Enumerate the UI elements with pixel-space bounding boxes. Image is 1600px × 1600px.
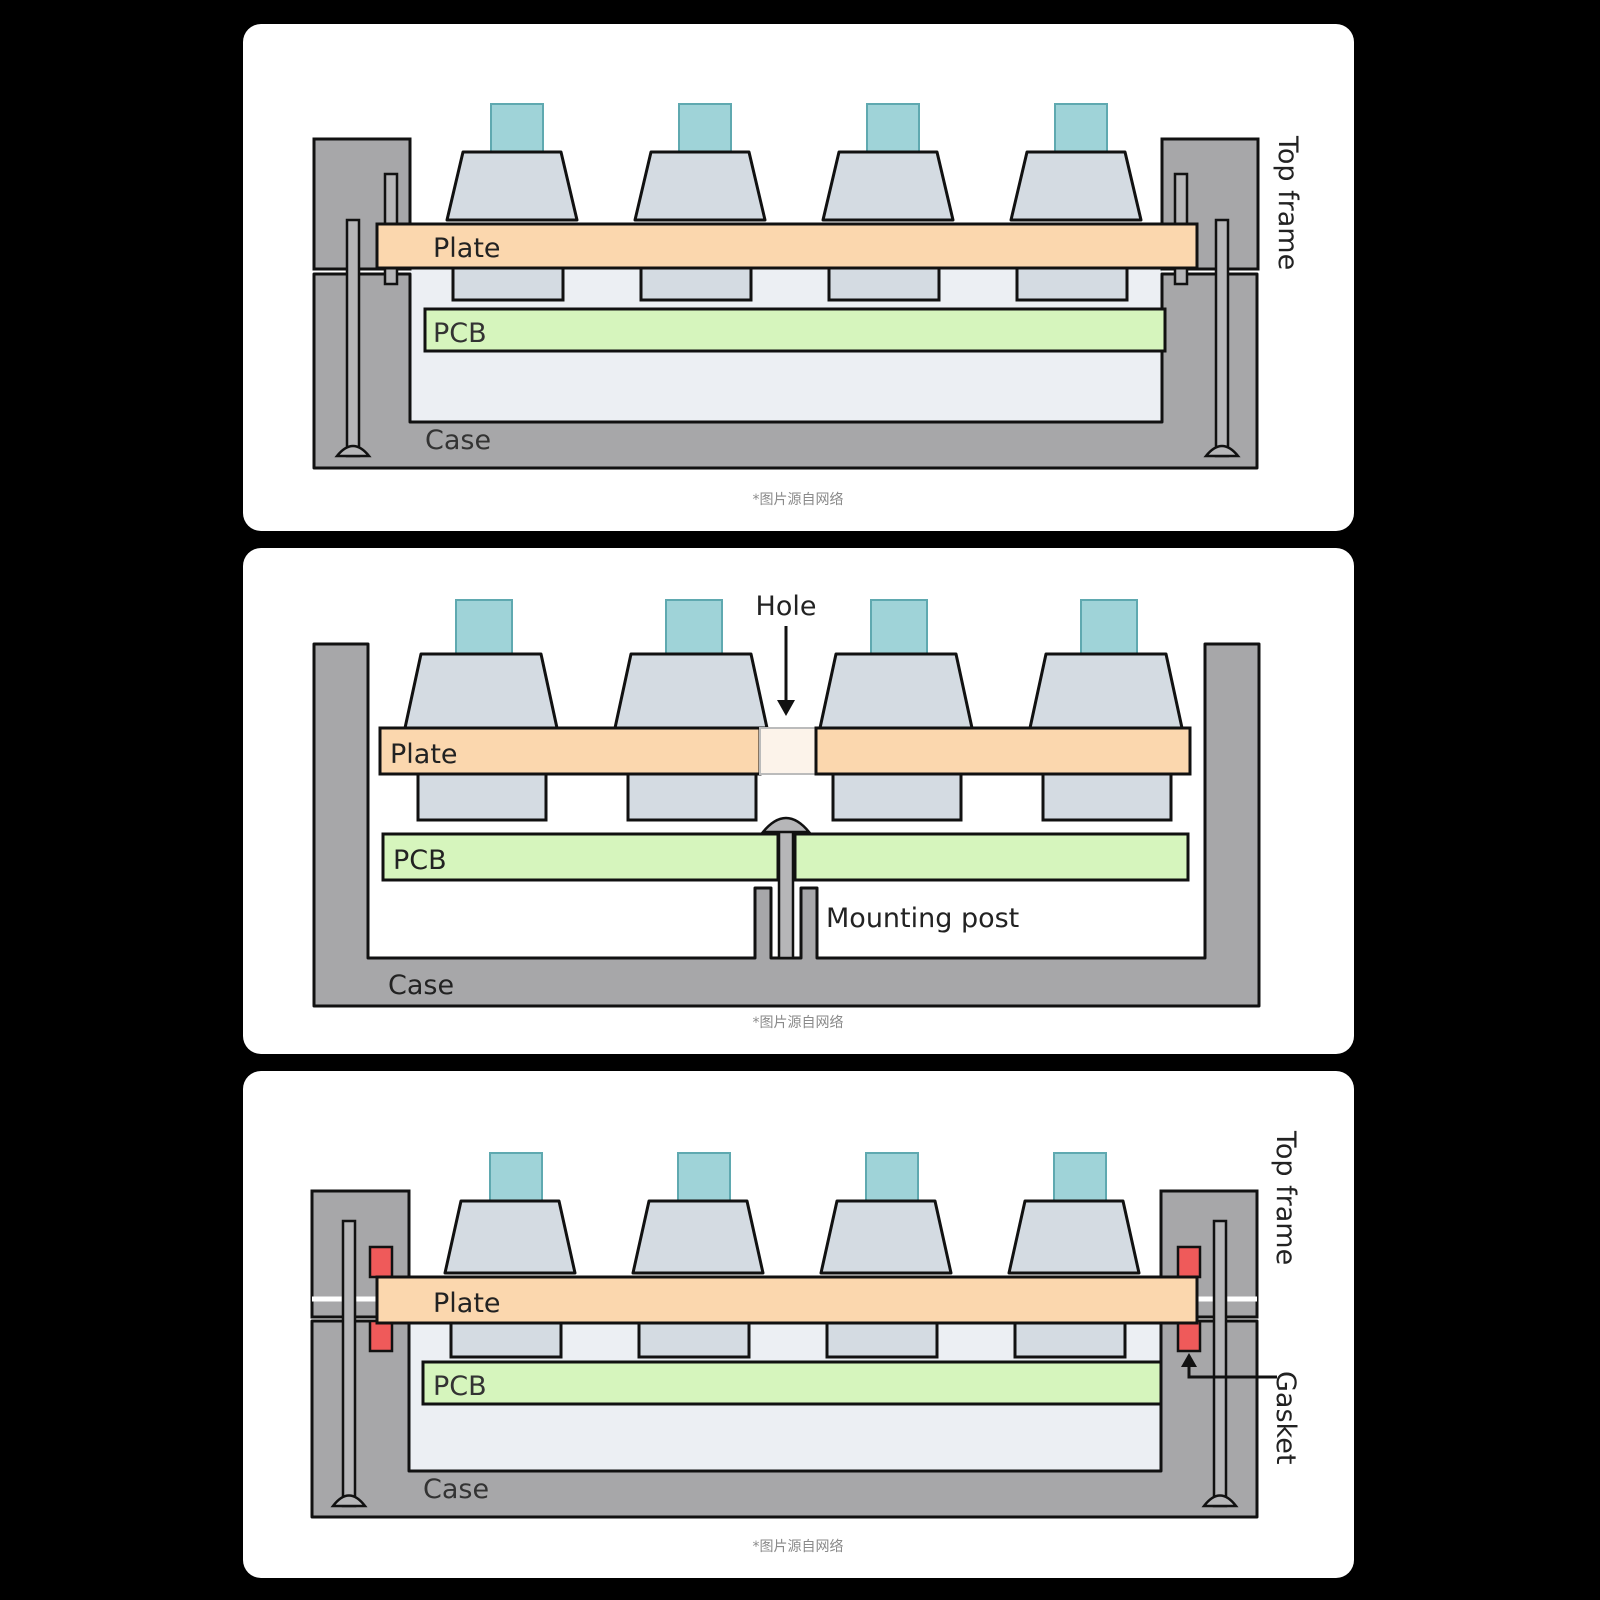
screw-right <box>1214 218 1230 458</box>
gasket-arrow-head <box>1181 1353 1197 1367</box>
plate-label: Plate <box>433 1288 501 1319</box>
screw-head-right <box>1203 444 1241 458</box>
switch-bottoms <box>449 1321 1127 1359</box>
pcb-label: PCB <box>433 318 487 349</box>
mounting-post-label: Mounting post <box>826 903 1019 934</box>
mounting-post-head <box>760 816 812 834</box>
switch-bottoms <box>451 268 1129 302</box>
plate-label: Plate <box>390 739 458 770</box>
screw-head-left <box>334 444 372 458</box>
pcb-label: PCB <box>393 845 447 876</box>
case <box>312 272 1259 470</box>
case-label: Case <box>388 970 454 1001</box>
hole-label: Hole <box>756 591 817 622</box>
plate <box>375 222 1199 270</box>
image-credit: *图片源自网络 <box>753 492 844 508</box>
top-frame-right <box>1160 137 1260 271</box>
image-credit: *图片源自网络 <box>753 1015 844 1031</box>
screw-head-left <box>330 1494 368 1508</box>
plate-label: Plate <box>433 233 501 264</box>
plate-left <box>378 726 762 776</box>
hole-arrow-head <box>777 700 795 716</box>
switch-bottoms <box>416 774 1173 822</box>
panel-gasket-mount: PCB Plate Case Top frame Gasket *图片源自网络 <box>243 1071 1354 1578</box>
pcb <box>421 1360 1163 1406</box>
case-label: Case <box>425 425 491 456</box>
top-frame-label: Top frame <box>1270 1130 1301 1265</box>
plate <box>375 1275 1199 1325</box>
image-credit: *图片源自网络 <box>753 1539 844 1555</box>
mounting-post <box>777 826 795 960</box>
switch-tops <box>443 1152 1141 1275</box>
pcb-label: PCB <box>433 1371 487 1402</box>
case-label: Case <box>423 1474 489 1505</box>
plate-hole <box>759 727 817 775</box>
screw-right <box>1212 1219 1228 1508</box>
screw-left <box>341 1219 357 1508</box>
pcb-right <box>793 832 1190 882</box>
tray-mount-diagram: PCB Plate Hole Mounting post Case *图片源自网… <box>312 591 1261 1031</box>
panel-top-mount: PCB Plate Case Top frame *图片源自网络 <box>243 24 1354 531</box>
switch-tops <box>403 599 1184 730</box>
switch-tops <box>445 103 1143 222</box>
pcb <box>423 307 1167 353</box>
panel-tray-mount: PCB Plate Hole Mounting post Case *图片源自网… <box>243 548 1354 1054</box>
case <box>312 642 1261 1008</box>
top-mount-diagram: PCB Plate Case Top frame *图片源自网络 <box>312 103 1303 508</box>
plate-right <box>814 726 1192 776</box>
screw-head-right <box>1201 1494 1239 1508</box>
gasket-mount-diagram: PCB Plate Case Top frame Gasket *图片源自网络 <box>310 1130 1301 1555</box>
top-frame-label: Top frame <box>1272 135 1303 270</box>
screw-left <box>345 218 361 458</box>
gasket-label: Gasket <box>1270 1371 1301 1464</box>
pcb-left <box>381 832 780 882</box>
gaskets <box>368 1245 1202 1353</box>
